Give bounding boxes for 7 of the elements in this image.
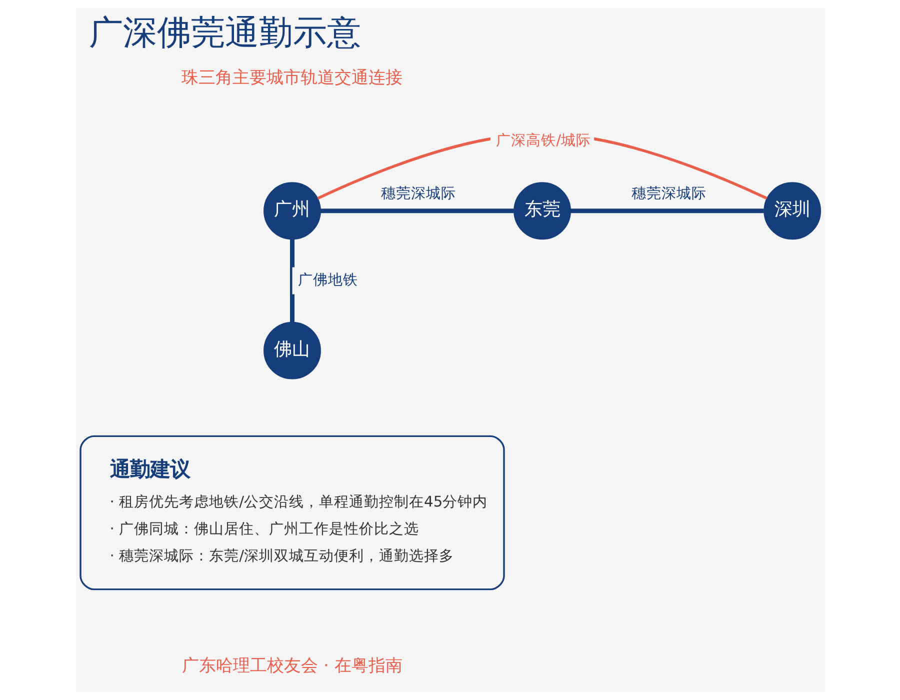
label: 广东哈理工校友会 · 在粤指南: [182, 655, 402, 675]
label: 珠三角主要城市轨道交通连接: [181, 67, 402, 88]
edge-label: 广深高铁/城际: [496, 132, 591, 149]
edge-label: 广佛地铁: [297, 272, 358, 289]
edge-label: 穗莞深城际: [380, 184, 456, 202]
diagram-title: 广深佛莞通勤示意: [88, 13, 361, 52]
edge-label: 穗莞深城际: [630, 184, 706, 202]
